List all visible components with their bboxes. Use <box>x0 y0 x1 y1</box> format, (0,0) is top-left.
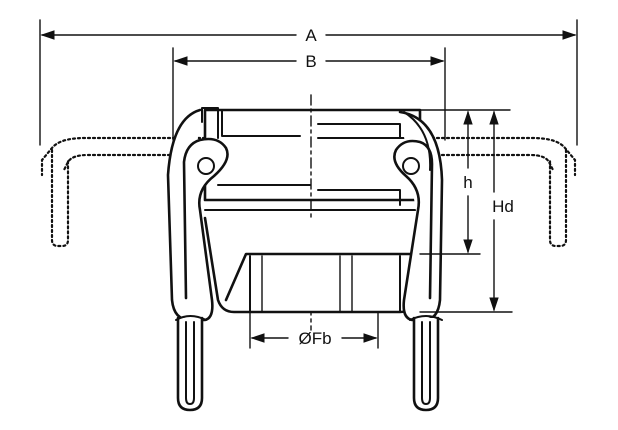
dim-fb-label: ØFb <box>298 329 331 348</box>
dim-h-arrow-bottom <box>463 239 473 254</box>
dimension-a: A <box>39 19 578 146</box>
dim-b-arrow-right <box>430 56 445 66</box>
dim-b-label: B <box>305 52 316 71</box>
top-step-left <box>221 109 301 137</box>
dim-a-label: A <box>305 26 317 45</box>
dim-b-arrow-left <box>173 56 188 66</box>
dim-fb-arrow-right <box>363 333 378 343</box>
pull-ring-left-inner <box>185 321 195 405</box>
pull-ring-right-inner <box>421 321 431 405</box>
cam-arm-left <box>166 108 229 412</box>
dim-hd-arrow-bottom <box>489 297 499 312</box>
dimension-hd: Hd <box>419 110 514 313</box>
swing-hook-right <box>548 148 568 248</box>
cam-arm-right-inner <box>403 111 432 171</box>
mid-band-right <box>317 189 401 206</box>
pull-ring-left-top <box>175 315 207 321</box>
dim-fb-arrow-left <box>250 333 265 343</box>
cam-pivot-right <box>402 157 420 175</box>
dimension-b: B <box>172 47 446 141</box>
swing-hook-left <box>50 148 70 248</box>
cam-pivot-left <box>197 157 215 175</box>
dim-hd-arrow-top <box>489 110 499 125</box>
cam-arm-right <box>393 110 444 412</box>
dim-h-arrow-top <box>463 110 473 125</box>
pull-ring-right-top <box>409 315 443 321</box>
pull-ring-right <box>412 316 440 412</box>
lower-threaded-end <box>203 216 422 314</box>
dim-h-label: h <box>463 173 472 192</box>
pull-ring-left <box>176 316 204 412</box>
swing-arm-left-outer <box>40 136 207 177</box>
thread-taper-line <box>224 252 422 302</box>
top-step-right <box>317 123 401 139</box>
coupler-body <box>201 94 422 331</box>
dim-a-arrow-left <box>40 30 55 40</box>
top-tab-left <box>201 107 219 139</box>
dim-a-arrow-right <box>562 30 577 40</box>
swing-arm-right-outer <box>410 136 577 177</box>
handle-swing-outline <box>40 136 577 248</box>
dimension-h: h <box>419 109 511 255</box>
dimension-fb: ØFb <box>249 311 379 349</box>
dim-hd-label: Hd <box>492 197 514 216</box>
